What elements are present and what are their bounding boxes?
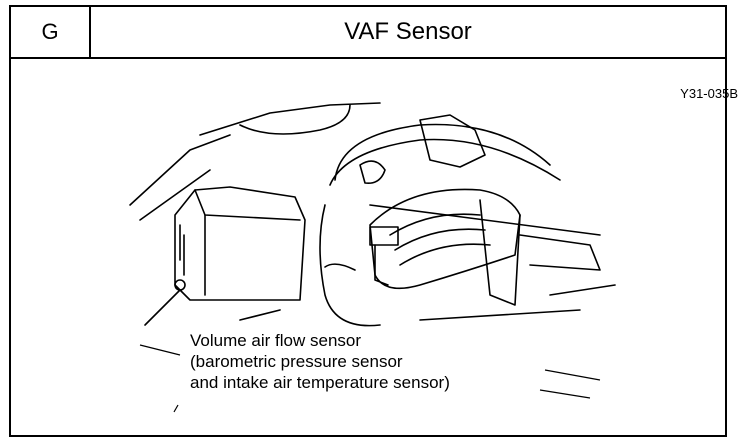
vaf-sensor-body: [374, 244, 389, 286]
throttle-cable: [369, 204, 601, 236]
hood-line: [199, 102, 381, 136]
vaf-connector: [369, 226, 399, 246]
duct-ribs: [389, 213, 491, 266]
reservoir-ribs: [179, 224, 185, 276]
relay-bracket: [419, 114, 486, 168]
reservoir-box: [174, 186, 306, 301]
header-row: G VAF Sensor: [11, 7, 725, 59]
air-cleaner-edge: [319, 204, 381, 327]
caption-line-3: and intake air temperature sensor): [190, 373, 450, 392]
intake-plenum: [519, 234, 601, 271]
fender-line: [129, 134, 231, 206]
wire-harness-upper: [334, 123, 551, 181]
wire-harness-lower: [329, 138, 561, 186]
engine-bay-illustration: [129, 102, 616, 327]
reservoir-cap: [359, 160, 386, 185]
reservoir-top-edge: [194, 189, 301, 221]
figure-id: Y31-035B: [680, 86, 738, 101]
strut-tower: [239, 104, 351, 135]
dipstick-rod: [144, 289, 181, 326]
intake-duct: [369, 188, 521, 290]
dipstick-ring: [174, 279, 186, 291]
lower-body-lines: [239, 284, 616, 321]
sensor-clip: [324, 263, 356, 271]
page-title: VAF Sensor: [344, 18, 472, 45]
throttle-body: [479, 199, 521, 306]
section-letter: G: [11, 7, 91, 57]
figure-caption: Volume air flow sensor (barometric press…: [190, 330, 450, 393]
fender-inner: [139, 169, 211, 221]
document-frame: G VAF Sensor: [9, 5, 727, 437]
caption-line-1: Volume air flow sensor: [190, 331, 362, 350]
caption-line-2: (barometric pressure sensor: [190, 352, 403, 371]
